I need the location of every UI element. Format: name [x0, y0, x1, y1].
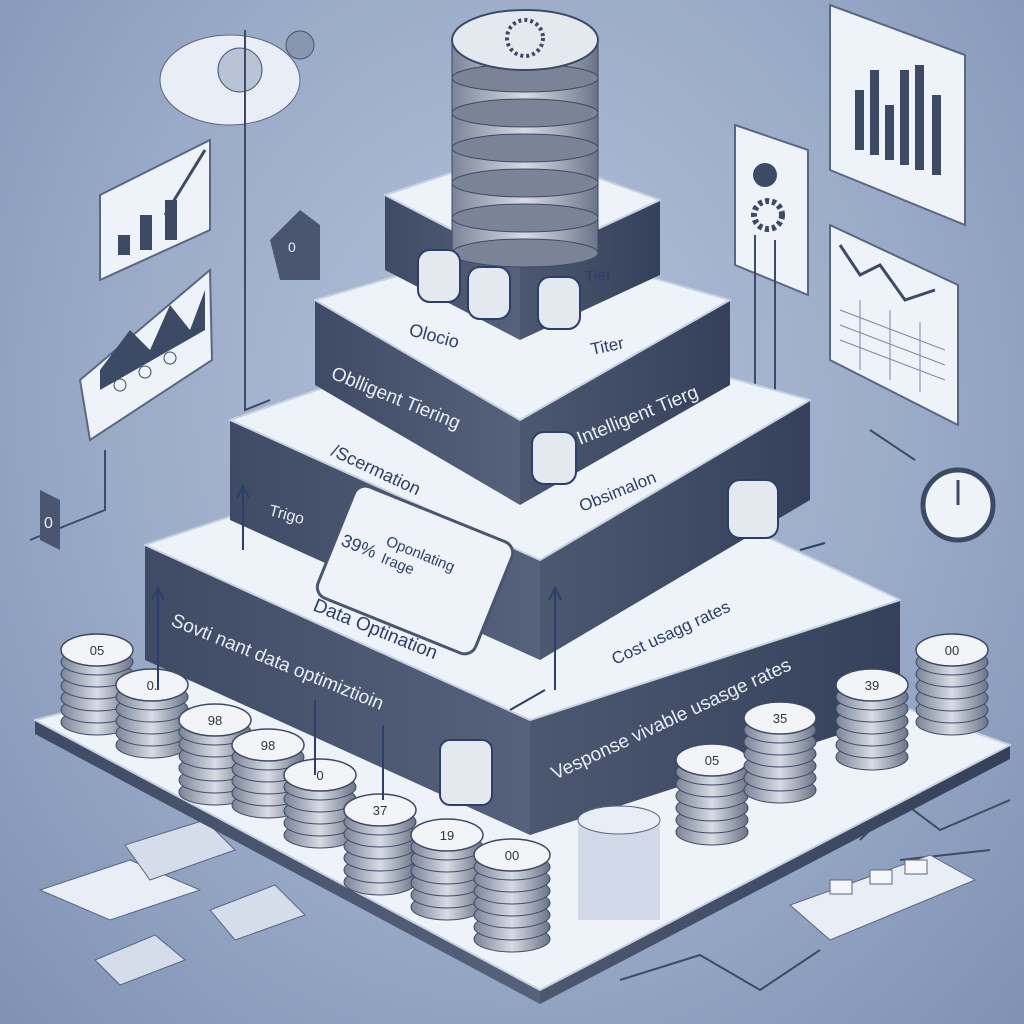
coin-stack: 00	[473, 838, 551, 953]
flow-arrows	[151, 483, 826, 800]
tier-side-right	[540, 400, 810, 660]
line-chart-panel	[829, 223, 959, 427]
keyboard-blocks-left	[38, 819, 306, 986]
coin-label: 00	[945, 643, 959, 658]
coin-label: 19	[440, 828, 454, 843]
coin-top	[915, 633, 989, 667]
coin-label: 0	[316, 768, 323, 783]
fingerprint-icon	[727, 479, 779, 539]
coin-stack: 0.	[115, 668, 189, 759]
gear-panel	[734, 123, 809, 297]
chip-icon-center: 0	[270, 210, 320, 280]
coin-stack: 05	[675, 743, 749, 846]
tier-side-left	[315, 300, 520, 505]
tier-side-left	[145, 545, 530, 835]
coin-label: 37	[373, 803, 387, 818]
coin-stack: 37	[343, 793, 417, 896]
coin-stack: 00	[915, 633, 989, 736]
coin-label: 35	[773, 711, 787, 726]
fingerprint-icon	[537, 276, 581, 330]
coin-top	[473, 838, 551, 872]
savings-badge: 39% Oponlating Irage	[315, 484, 515, 656]
coin-stack: 39	[835, 668, 909, 771]
coin-top	[283, 758, 357, 792]
tier-top-label: Tier	[584, 267, 613, 286]
database-cylinder-icon	[451, 9, 599, 268]
coin-label: 05	[705, 753, 719, 768]
coin-top	[743, 701, 817, 735]
mountain-chart-panel	[78, 267, 214, 442]
glass-cylinder-top	[577, 805, 661, 835]
coin-stacks: 05 0. 98 98 0 37 19 00 05 35 39 00	[60, 633, 989, 953]
coin-label: 98	[208, 713, 222, 728]
fingerprint-icon	[467, 266, 511, 320]
bar-chart-panel-left	[99, 138, 211, 282]
coin-stack: 35	[743, 701, 817, 804]
coin-top	[835, 668, 909, 702]
coin-label: 05	[90, 643, 104, 658]
coin-top	[410, 818, 484, 852]
tier-side-right	[530, 600, 900, 835]
chip-label: 0	[44, 515, 53, 532]
coin-top	[60, 633, 134, 667]
chip-label: 0	[288, 239, 296, 255]
chip-icon-left: 0	[40, 490, 60, 550]
coin-label: 00	[505, 848, 519, 863]
coin-top	[178, 703, 252, 737]
coin-stack: 0	[283, 758, 357, 849]
coin-label: 0.	[147, 678, 158, 693]
tier-side-right	[540, 745, 1010, 1004]
coin-stack: 05	[60, 633, 134, 736]
bar-chart-panel-right	[829, 3, 966, 227]
keyboard-blocks-right	[789, 854, 977, 941]
coin-top	[343, 793, 417, 827]
fingerprint-icon	[531, 431, 577, 485]
coin-stack: 98	[178, 703, 252, 806]
coin-top	[115, 668, 189, 702]
clock-icon	[920, 467, 996, 543]
tier-side-left	[35, 720, 540, 1004]
fingerprint-icon	[417, 249, 461, 303]
glass-cylinder	[578, 820, 660, 920]
coin-label: 39	[865, 678, 879, 693]
cloud-icon	[159, 30, 315, 126]
percent-tile-icon	[439, 739, 493, 806]
coin-stack: 19	[410, 818, 484, 921]
coin-label: 98	[261, 738, 275, 753]
coin-top	[231, 728, 305, 762]
